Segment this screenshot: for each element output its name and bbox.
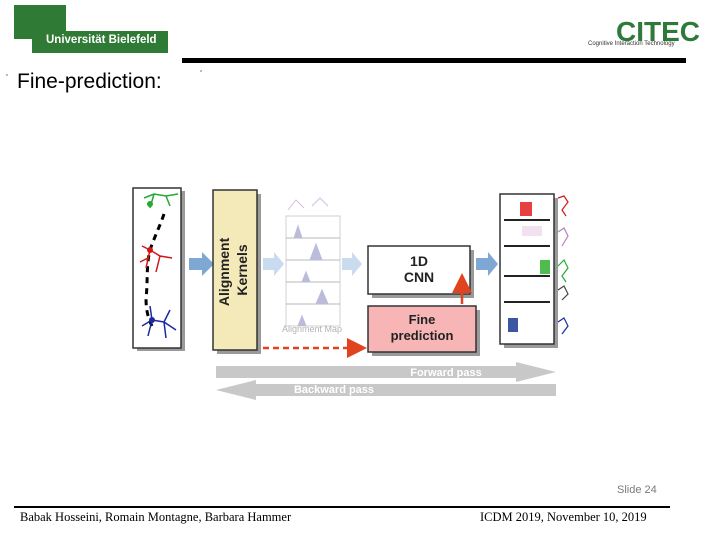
header-rule [182, 58, 686, 63]
footer-authors: Babak Hosseini, Romain Montagne, Barbara… [20, 510, 292, 524]
decor-dot [200, 70, 202, 72]
cnn-label-line2: CNN [404, 269, 434, 285]
arrow-to-output [476, 252, 498, 276]
citec-tagline: Cognitive Interaction Technology [588, 41, 675, 47]
cnn-label-line1: 1D [410, 253, 428, 269]
forward-pass-label: Forward pass [410, 367, 482, 379]
slide-title: Fine-prediction: [17, 70, 162, 93]
forward-pass-arrow: Forward pass [216, 362, 556, 382]
cnn-box: 1D CNN [367, 245, 474, 298]
input-skeleton-panel [132, 187, 185, 351]
citec-logo-word: CITEC [616, 16, 700, 47]
output-figures [557, 195, 569, 335]
fine-label-line1: Fine [409, 312, 436, 327]
footer-venue: ICDM 2019, November 10, 2019 [480, 510, 647, 524]
alignment-kernels-label: Alignment [216, 237, 232, 306]
arrow-to-map [263, 252, 284, 276]
fine-prediction-box: Fine prediction [367, 305, 480, 356]
arrow-to-cnn [342, 252, 362, 276]
backward-pass-arrow: Backward pass [216, 380, 556, 400]
decor-dot [6, 74, 8, 76]
alignment-kernels-box: Alignment Kernels [212, 189, 261, 354]
alignment-kernels-label-line2: Kernels [234, 244, 250, 296]
backward-pass-label: Backward pass [294, 384, 374, 396]
footer-rule [14, 506, 670, 508]
university-logo-text: Universität Bielefeld [46, 34, 157, 46]
fine-label-line2: prediction [391, 328, 454, 343]
citec-logo-mark: CITEC [616, 16, 700, 47]
alignment-map-label: Alignment Map [282, 324, 342, 334]
svg-text:Alignment Kernels: Alignment Kernels [216, 234, 250, 306]
alignment-map: Alignment Map [282, 197, 342, 334]
arrow-to-kernels [189, 252, 214, 276]
fine-prediction-diagram: Alignment Kernels Alignment Map 1D CNN F… [132, 187, 569, 400]
slide-number: Slide 24 [617, 484, 657, 496]
output-panel [499, 193, 558, 348]
university-logo: Universität Bielefeld [14, 5, 168, 53]
citec-logo: CITEC Cognitive Interaction Technology [588, 14, 714, 54]
